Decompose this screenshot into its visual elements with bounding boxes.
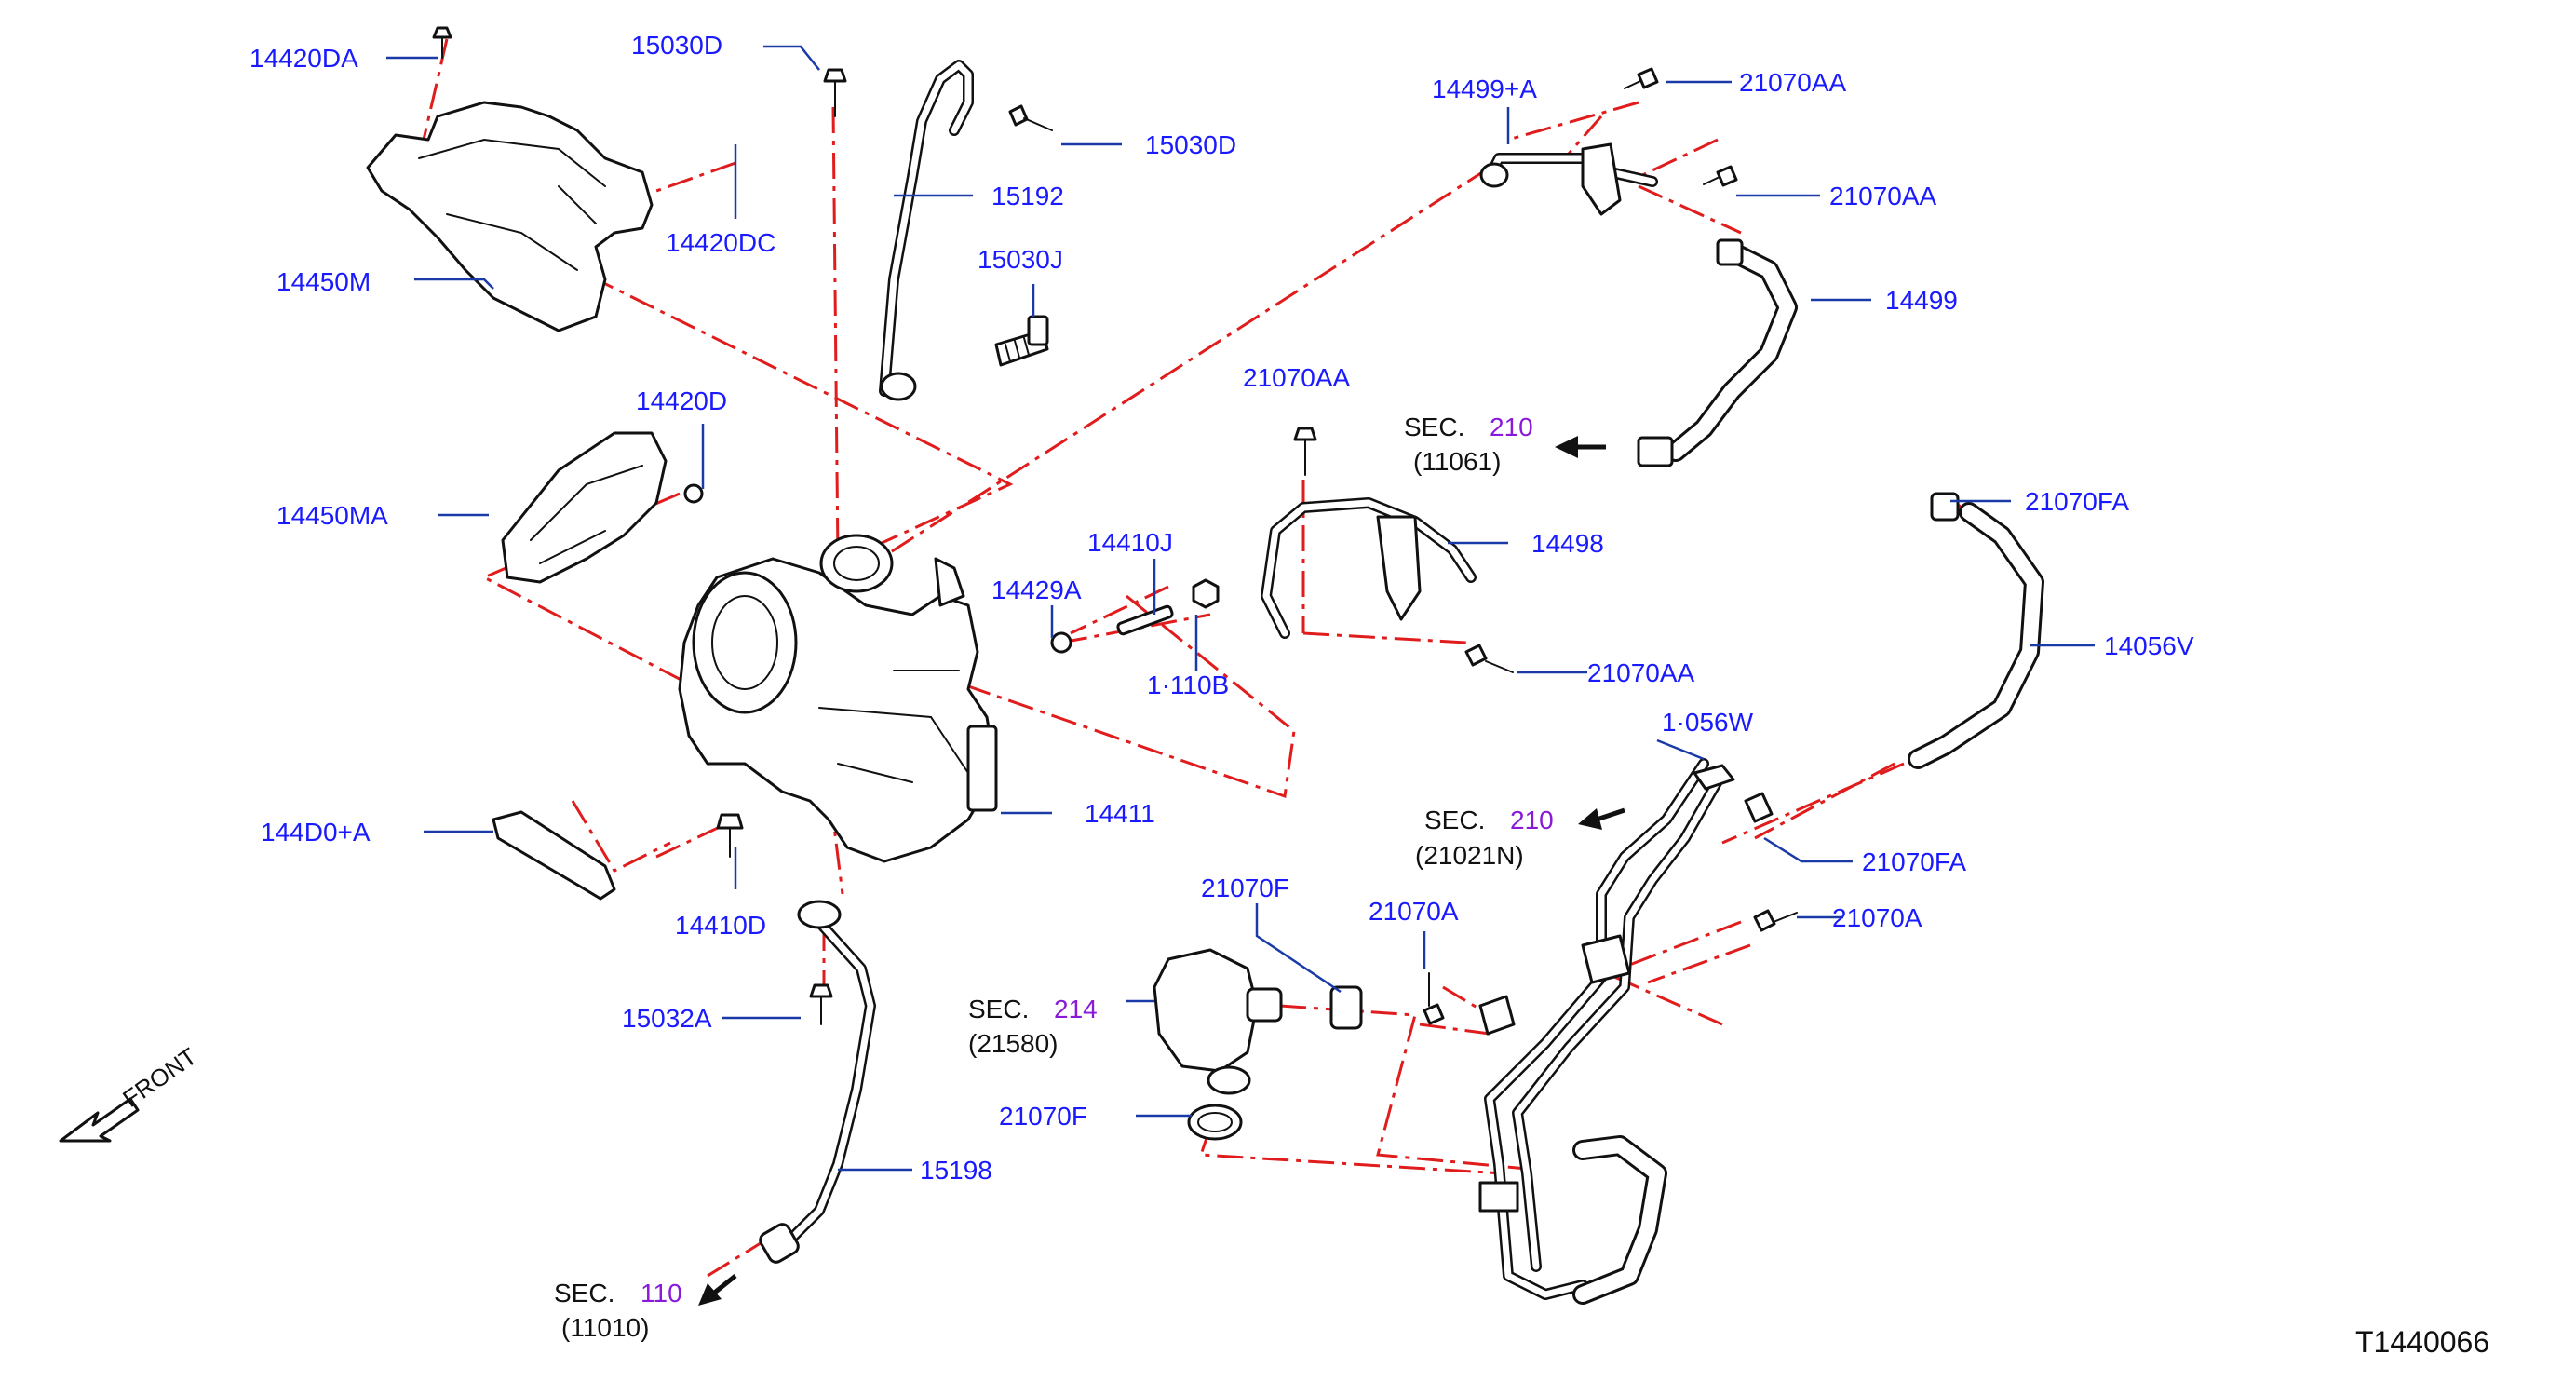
part-water-hose-14499: [1479, 67, 1798, 467]
front-indicator: FRONT: [59, 1042, 202, 1143]
section-prefix: SEC.: [1424, 806, 1485, 834]
label-14410B[interactable]: 1·110B: [1147, 671, 1229, 699]
section-ref: (11010): [561, 1313, 649, 1342]
section-number: 214: [1054, 995, 1098, 1023]
section-number: 210: [1510, 806, 1554, 834]
part-stud-bolts: [1050, 578, 1220, 654]
part-water-pipe-assembly: [1478, 758, 1798, 1305]
label-14410D[interactable]: 14410D: [675, 911, 766, 940]
section-ref-210-b[interactable]: SEC. 210 (21021N): [1415, 806, 1554, 870]
part-water-pipe-14498: [1261, 427, 1514, 673]
part-oil-feed-pipe: [823, 60, 1053, 401]
label-21070FA-2[interactable]: 21070FA: [1862, 847, 1966, 876]
part-gasket-bracket: [492, 810, 744, 901]
label-21070FA-1[interactable]: 21070FA: [2025, 487, 2129, 516]
part-heat-insulator-lower: [501, 431, 704, 584]
label-14056W[interactable]: 1·056W: [1662, 708, 1754, 737]
part-water-hose-14056V: [1908, 492, 2044, 769]
section-ref-210-a[interactable]: SEC. 210 (11061): [1404, 413, 1533, 476]
part-oil-return-pipe: [759, 900, 876, 1264]
diagram-code: T1440066: [2355, 1325, 2489, 1359]
label-21070AA-1[interactable]: 21070AA: [1739, 68, 1847, 97]
label-15030J[interactable]: 15030J: [978, 245, 1063, 274]
label-14429A[interactable]: 14429A: [991, 576, 1082, 604]
section-ref: (11061): [1413, 447, 1501, 476]
part-labels: 14420DA 15030D 15030D 15192 15030J 14420…: [250, 31, 2194, 1185]
label-21070AA-2[interactable]: 21070AA: [1829, 182, 1937, 210]
label-144D0A[interactable]: 144D0+A: [261, 818, 371, 847]
label-14499A[interactable]: 14499+A: [1432, 75, 1537, 103]
label-21070F-1[interactable]: 21070F: [1201, 874, 1289, 902]
part-heat-insulator-upper: [366, 26, 654, 332]
label-15032A[interactable]: 15032A: [622, 1004, 712, 1033]
label-21070A-2[interactable]: 21070A: [1832, 903, 1922, 932]
front-arrow-icon: [59, 1097, 140, 1143]
label-15030D-top[interactable]: 15030D: [631, 31, 722, 60]
part-banjo-bolt: [994, 315, 1049, 367]
label-21070AA-4[interactable]: 21070AA: [1587, 658, 1695, 687]
section-prefix: SEC.: [554, 1279, 614, 1307]
section-prefix: SEC.: [1404, 413, 1464, 441]
label-14411[interactable]: 14411: [1085, 799, 1155, 828]
label-14410J[interactable]: 14410J: [1087, 528, 1173, 557]
label-21070A-1[interactable]: 21070A: [1369, 897, 1459, 926]
part-turbocharger: [678, 534, 998, 863]
label-21070AA-3[interactable]: 21070AA: [1243, 363, 1351, 392]
label-14450MA[interactable]: 14450MA: [276, 501, 388, 530]
label-14450M[interactable]: 14450M: [276, 267, 371, 296]
front-label: FRONT: [117, 1042, 202, 1113]
section-ref-110[interactable]: SEC. 110 (11010): [554, 1279, 682, 1342]
section-arrows: [698, 436, 1625, 1306]
label-15192[interactable]: 15192: [991, 182, 1064, 210]
label-14420DA[interactable]: 14420DA: [250, 44, 358, 73]
label-15198[interactable]: 15198: [920, 1156, 992, 1185]
leader-lines: [386, 45, 2095, 1172]
label-14420D[interactable]: 14420D: [636, 386, 727, 415]
label-14420DC[interactable]: 14420DC: [666, 228, 775, 257]
section-prefix: SEC.: [968, 995, 1029, 1023]
label-14498[interactable]: 14498: [1531, 529, 1604, 558]
label-14499[interactable]: 14499: [1885, 286, 1958, 315]
section-ref: (21021N): [1415, 841, 1524, 870]
label-14056V[interactable]: 14056V: [2104, 631, 2194, 660]
section-ref: (21580): [968, 1029, 1059, 1058]
section-ref-214[interactable]: SEC. 214 (21580): [968, 995, 1098, 1058]
part-water-pump: [1153, 948, 1516, 1141]
section-number: 110: [641, 1279, 682, 1307]
label-15030D-right[interactable]: 15030D: [1145, 130, 1236, 159]
section-number: 210: [1490, 413, 1533, 441]
label-21070F-2[interactable]: 21070F: [999, 1102, 1087, 1131]
